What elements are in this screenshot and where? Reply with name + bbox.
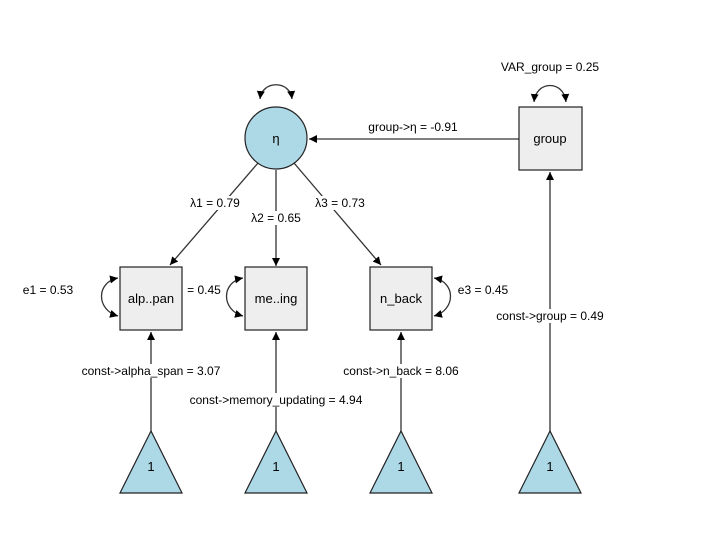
const-node-2[interactable]: 1 xyxy=(244,429,308,494)
label-lambda2: λ2 = 0.65 xyxy=(250,211,302,225)
label-lambda1-text: λ1 = 0.79 xyxy=(190,196,240,210)
label-group-eta-text: group->η = -0.91 xyxy=(368,120,458,134)
label-group-eta: group->η = -0.91 xyxy=(364,119,462,134)
label-lambda3-text: λ3 = 0.73 xyxy=(315,196,365,210)
edge-lambda1 xyxy=(169,162,259,266)
label-e3: e3 = 0.45 xyxy=(458,283,509,297)
const-node-4[interactable]: 1 xyxy=(518,429,582,494)
label-const-nback-text: const->n_back = 8.06 xyxy=(343,364,459,378)
variance-loop-nback xyxy=(433,275,451,318)
const-node-3[interactable]: 1 xyxy=(369,429,433,494)
label-lambda3: λ3 = 0.73 xyxy=(315,196,365,210)
label-lambda1: λ1 = 0.79 xyxy=(190,196,240,210)
label-const-group-text: const->group = 0.49 xyxy=(496,309,604,323)
label-const-group: const->group = 0.49 xyxy=(493,309,607,323)
node-memory-updating-label: me..ing xyxy=(255,291,298,306)
label-e2: = 0.45 xyxy=(187,283,221,297)
node-memory-updating[interactable]: me..ing xyxy=(244,266,308,331)
node-group-label: group xyxy=(533,131,566,146)
label-var-group: VAR_group = 0.25 xyxy=(501,60,600,74)
const-node-1-label: 1 xyxy=(147,459,154,474)
const-node-2-label: 1 xyxy=(272,459,279,474)
label-const-memory: const->memory_updating = 4.94 xyxy=(184,393,368,407)
variance-loop-eta xyxy=(256,84,296,100)
edge-lambda3 xyxy=(293,162,382,266)
node-n-back[interactable]: n_back xyxy=(369,266,433,331)
label-e1: e1 = 0.53 xyxy=(23,283,74,297)
node-n-back-label: n_back xyxy=(380,291,422,306)
label-const-alpha-text: const->alpha_span = 3.07 xyxy=(82,364,221,378)
node-group[interactable]: group xyxy=(518,106,583,171)
const-node-4-label: 1 xyxy=(546,459,553,474)
label-const-memory-text: const->memory_updating = 4.94 xyxy=(190,393,363,407)
label-const-nback: const->n_back = 8.06 xyxy=(340,364,462,378)
node-alpha-span[interactable]: alp..pan xyxy=(119,266,183,331)
label-lambda2-text: λ2 = 0.65 xyxy=(251,211,301,225)
label-const-alpha: const->alpha_span = 3.07 xyxy=(78,364,224,378)
node-eta-label: η xyxy=(272,131,279,146)
variance-loop-memory xyxy=(226,275,244,318)
node-alpha-span-label: alp..pan xyxy=(128,291,174,306)
variance-loop-alpha xyxy=(101,275,119,318)
node-eta[interactable]: η xyxy=(244,106,308,170)
const-node-3-label: 1 xyxy=(397,459,404,474)
variance-loop-group xyxy=(530,85,570,103)
const-node-1[interactable]: 1 xyxy=(119,429,183,494)
